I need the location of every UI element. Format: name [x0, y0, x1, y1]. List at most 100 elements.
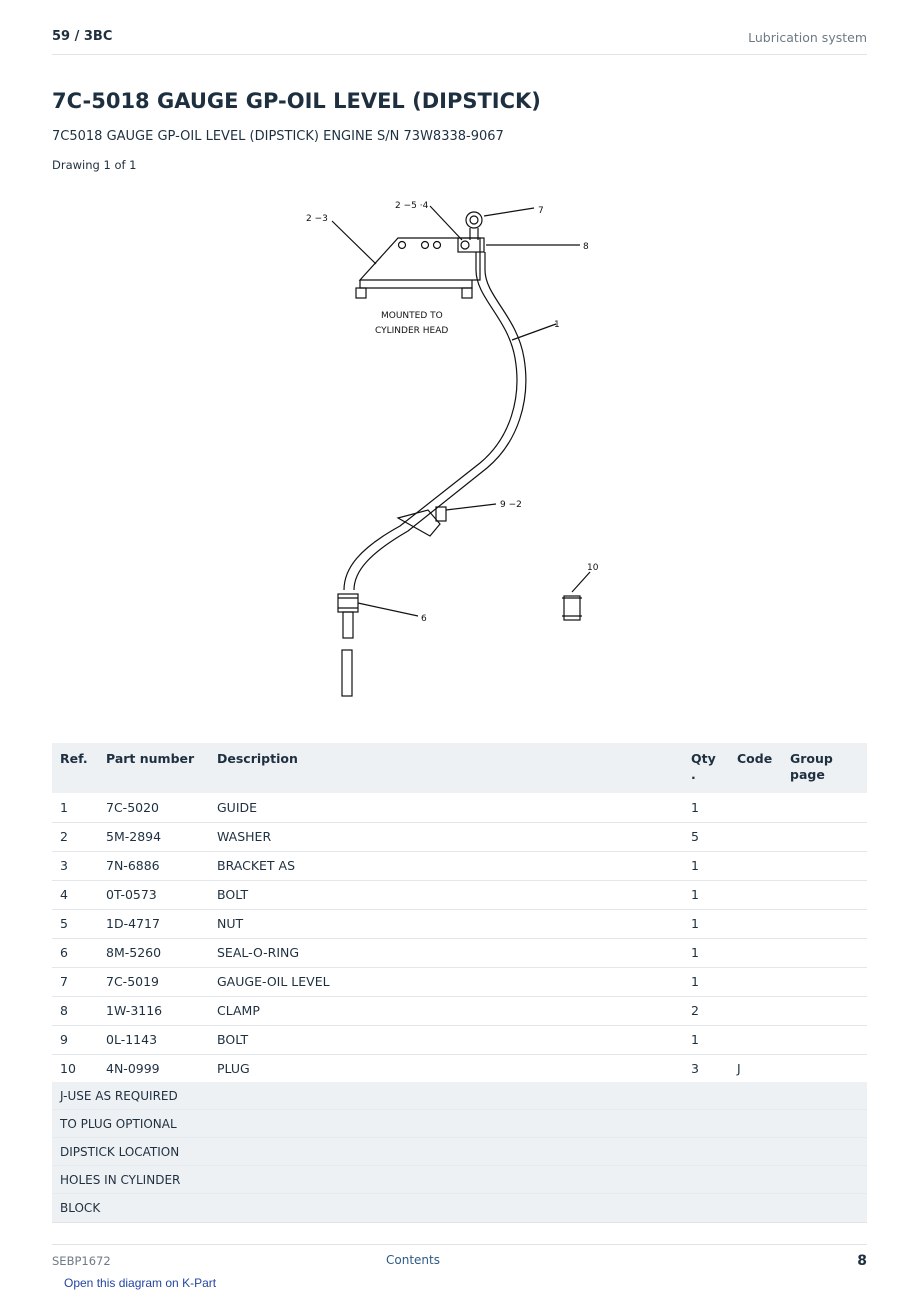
callout-10: 10 — [587, 563, 599, 573]
table-row: 10 4N-0999 PLUG 3 J — [52, 1054, 867, 1084]
seal-shape — [337, 593, 359, 613]
cell-description: BOLT — [217, 880, 691, 910]
mount-note-line2: CYLINDER HEAD — [375, 326, 448, 336]
cell-group-page — [790, 909, 867, 939]
cell-qty: 1 — [691, 880, 737, 910]
note-line: DIPSTICK LOCATION — [52, 1138, 867, 1166]
callout-1: 1 — [554, 320, 560, 330]
cell-qty: 3 — [691, 1054, 737, 1084]
page-subtitle: 7C5018 GAUGE GP-OIL LEVEL (DIPSTICK) ENG… — [52, 129, 504, 144]
cell-group-page — [790, 851, 867, 881]
cell-part-number: 7C-5019 — [106, 967, 217, 997]
cell-code — [737, 880, 790, 910]
cell-code — [737, 1025, 790, 1055]
cell-group-page — [790, 996, 867, 1026]
gauge-ring — [465, 211, 483, 229]
cell-group-page — [790, 967, 867, 997]
cell-ref: 10 — [52, 1054, 106, 1084]
cell-qty: 1 — [691, 793, 737, 823]
cell-description: PLUG — [217, 1054, 691, 1084]
page-footer: SEBP1672 Contents 8 — [52, 1244, 867, 1274]
header-qty-dot: . — [691, 767, 696, 782]
cell-part-number: 4N-0999 — [106, 1054, 217, 1084]
cell-code: J — [737, 1054, 790, 1084]
header-group-label: Group — [790, 751, 833, 766]
cell-code — [737, 996, 790, 1026]
cell-ref: 8 — [52, 996, 106, 1026]
contents-link[interactable]: Contents — [386, 1253, 440, 1267]
parts-diagram: 2 −3 2 −5 ·4 7 8 1 9 −2 10 6 MOUNTED TO … — [240, 188, 680, 708]
cell-description: BRACKET AS — [217, 851, 691, 881]
callout-7: 7 — [538, 206, 544, 216]
clamp-shape — [457, 237, 485, 253]
cell-qty: 1 — [691, 909, 737, 939]
page-title: 7C-5018 GAUGE GP-OIL LEVEL (DIPSTICK) — [52, 89, 541, 113]
header-qty: Qty. — [691, 743, 737, 793]
cell-ref: 3 — [52, 851, 106, 881]
cell-group-page — [790, 880, 867, 910]
bolt-tab — [396, 509, 441, 537]
drawing-count: Drawing 1 of 1 — [52, 158, 137, 172]
header-code: Code — [737, 751, 773, 766]
cell-ref: 4 — [52, 880, 106, 910]
cell-qty: 2 — [691, 996, 737, 1026]
cell-description: CLAMP — [217, 996, 691, 1026]
table-header-row: Ref. Part number Description Qty. Code G… — [52, 743, 867, 793]
cell-part-number: 1D-4717 — [106, 909, 217, 939]
cell-ref: 2 — [52, 822, 106, 852]
breadcrumb: 59 / 3BC — [52, 29, 113, 44]
cell-description: WASHER — [217, 822, 691, 852]
cell-part-number: 8M-5260 — [106, 938, 217, 968]
cell-qty: 1 — [691, 967, 737, 997]
plug-shape — [563, 595, 581, 621]
cell-ref: 9 — [52, 1025, 106, 1055]
table-row: 9 0L-1143 BOLT 1 — [52, 1025, 867, 1055]
cell-description: SEAL-O-RING — [217, 938, 691, 968]
table-row: 8 1W-3116 CLAMP 2 — [52, 996, 867, 1026]
bracket-shape — [358, 237, 481, 281]
cell-code — [737, 938, 790, 968]
callout-2-5-4: 2 −5 ·4 — [395, 201, 429, 211]
note-line: BLOCK — [60, 1201, 101, 1215]
cell-code — [737, 909, 790, 939]
table-row: 3 7N-6886 BRACKET AS 1 — [52, 851, 867, 881]
header-page-label: page — [790, 767, 825, 782]
callout-8: 8 — [583, 242, 589, 252]
cell-part-number: 0T-0573 — [106, 880, 217, 910]
cell-group-page — [790, 793, 867, 823]
dipstick-drawing: 2 −3 2 −5 ·4 7 8 1 9 −2 10 6 MOUNTED TO … — [306, 201, 599, 697]
cell-qty: 1 — [691, 938, 737, 968]
cell-ref: 5 — [52, 909, 106, 939]
cell-description: BOLT — [217, 1025, 691, 1055]
note-line: TO PLUG OPTIONAL — [52, 1110, 867, 1138]
header-description: Description — [217, 751, 298, 766]
table-row: 2 5M-2894 WASHER 5 — [52, 822, 867, 852]
cell-qty: 1 — [691, 851, 737, 881]
table-row: 6 8M-5260 SEAL-O-RING 1 — [52, 938, 867, 968]
guide-tube-outer — [343, 252, 518, 591]
cell-description: NUT — [217, 909, 691, 939]
note-line: HOLES IN CYLINDER — [52, 1166, 867, 1194]
header-ref: Ref. — [60, 751, 88, 766]
table-row: 7 7C-5019 GAUGE-OIL LEVEL 1 — [52, 967, 867, 997]
header-qty-label: Qty — [691, 751, 716, 766]
cell-code — [737, 967, 790, 997]
parts-table: Ref. Part number Description Qty. Code G… — [52, 743, 867, 1084]
callout-6: 6 — [421, 614, 427, 624]
cell-description: GAUGE-OIL LEVEL — [217, 967, 691, 997]
page-header: 59 / 3BC Lubrication system — [52, 29, 867, 55]
mount-note-line1: MOUNTED TO — [381, 311, 443, 321]
table-row: 1 7C-5020 GUIDE 1 — [52, 793, 867, 823]
cell-part-number: 5M-2894 — [106, 822, 217, 852]
callout-2-3: 2 −3 — [306, 214, 328, 224]
table-row: 4 0T-0573 BOLT 1 — [52, 880, 867, 910]
cell-description: GUIDE — [217, 793, 691, 823]
cell-code — [737, 793, 790, 823]
page-number: 8 — [857, 1253, 867, 1269]
cell-code — [737, 851, 790, 881]
open-diagram-link[interactable]: Open this diagram on K-Part — [64, 1276, 217, 1290]
cell-ref: 7 — [52, 967, 106, 997]
section-name: Lubrication system — [748, 30, 867, 45]
cell-part-number: 7C-5020 — [106, 793, 217, 823]
